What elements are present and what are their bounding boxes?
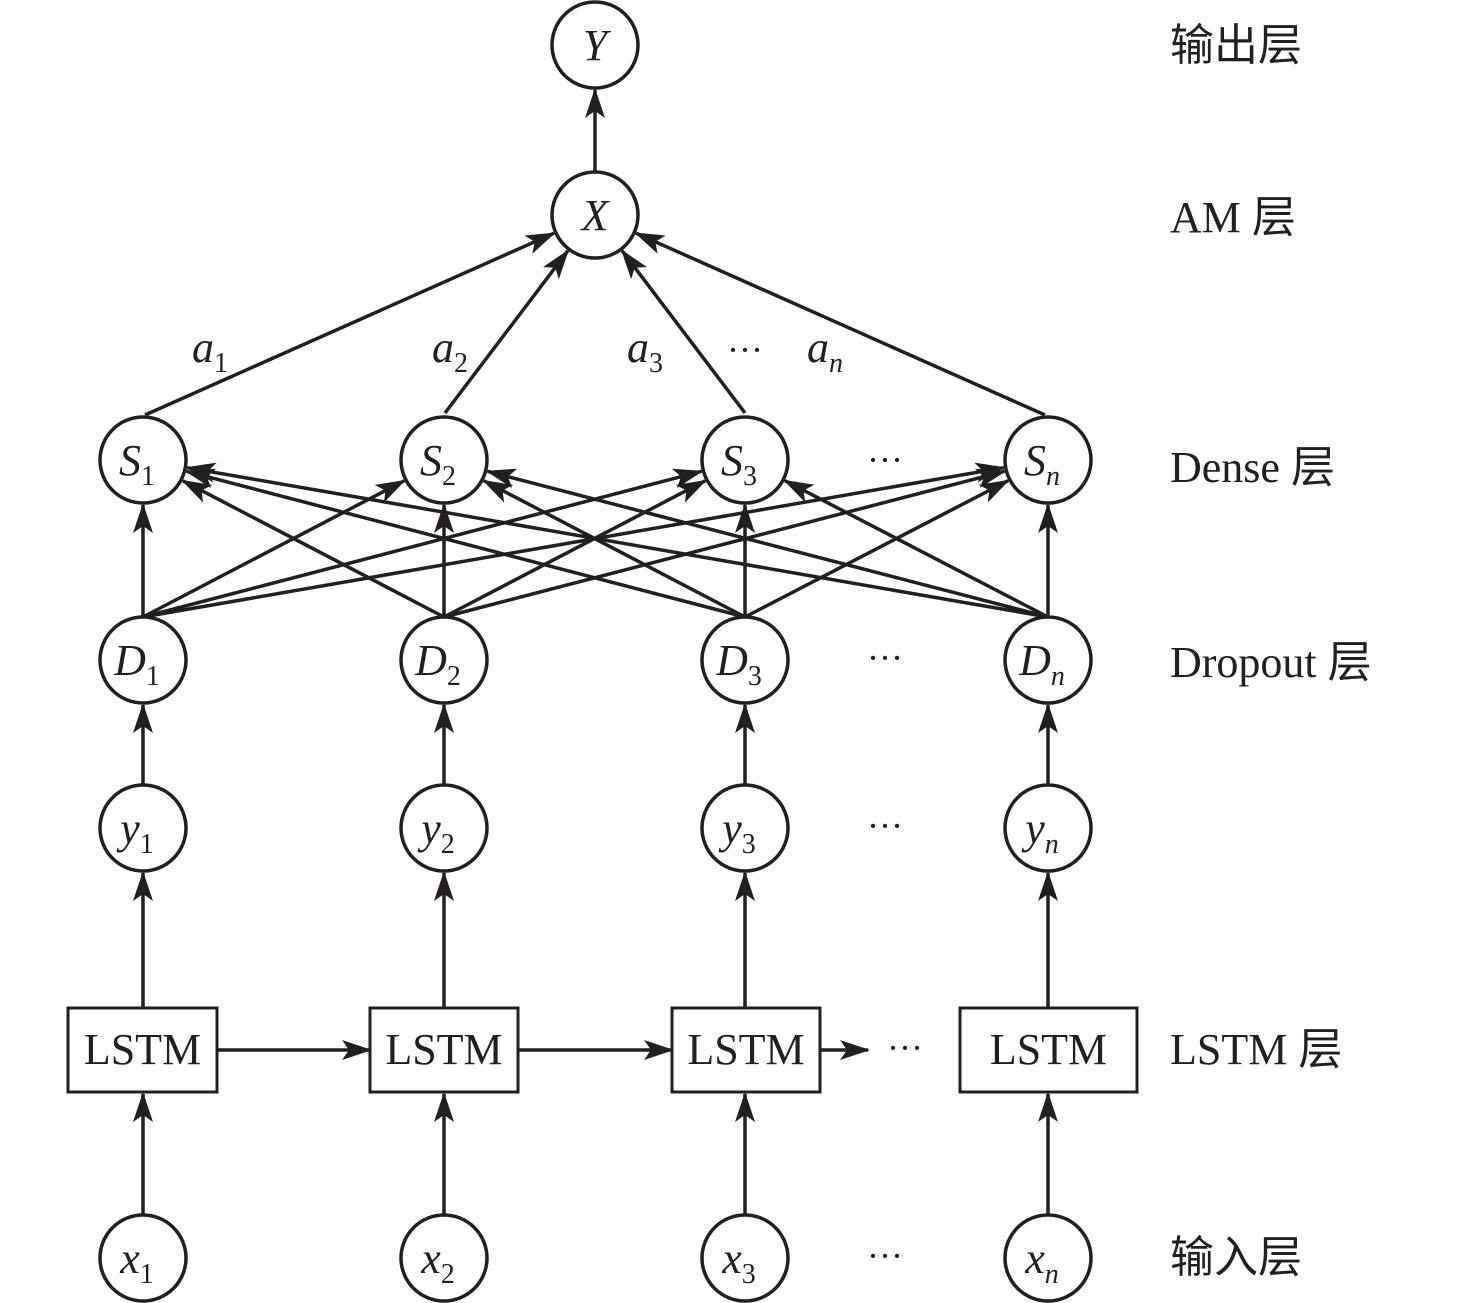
- node-dropout-4-label: Dn: [1018, 636, 1065, 692]
- edge-d3-to-s2: [482, 479, 746, 619]
- node-y-output: [550, 0, 640, 90]
- ellipsis-dense: ···: [867, 440, 903, 480]
- node-dropout-2-label: D2: [414, 636, 461, 692]
- node-dense-3: [700, 415, 790, 505]
- node-dropout-2: [399, 615, 489, 705]
- node-lstm-out-1-label: y1: [116, 804, 154, 860]
- node-dense-1-label: S1: [119, 436, 155, 492]
- edge-d4-to-s2: [485, 468, 1049, 619]
- node-lstm-out-2: [399, 783, 489, 873]
- node-dropout-1-label: D1: [113, 636, 160, 692]
- attention-weight-3: a3: [627, 323, 663, 379]
- node-dense-3-label: S3: [721, 436, 757, 492]
- node-dense-2: [399, 415, 489, 505]
- node-dense-4-label: Sn: [1024, 436, 1060, 492]
- node-dense-2-label: S2: [420, 436, 456, 492]
- node-input-1: [98, 1213, 188, 1303]
- edge-s3-to-x: [620, 249, 747, 415]
- node-input-2: [399, 1213, 489, 1303]
- lstm-box-4-label: LSTM: [990, 1025, 1107, 1074]
- node-lstm-out-1: [98, 783, 188, 873]
- ellipsis-attention: ···: [727, 330, 763, 370]
- edge-d1-to-s2: [142, 479, 406, 619]
- node-dropout-4: [1003, 615, 1093, 705]
- node-y-output-label: Y: [583, 21, 612, 70]
- node-dropout-3: [700, 615, 790, 705]
- node-lstm-out-3-label: y3: [718, 804, 756, 860]
- ellipsis-lstm: ···: [887, 1028, 923, 1068]
- node-dropout-3-label: D3: [715, 636, 762, 692]
- edge-d3-to-s1: [184, 468, 746, 619]
- edge-d2-to-s1: [181, 479, 445, 619]
- edge-d2-to-s3: [443, 479, 707, 619]
- attention-weight-1: a1: [192, 323, 228, 379]
- edge-d4-to-s1: [185, 462, 1049, 619]
- edge-d2-to-s4: [443, 468, 1007, 619]
- node-x-attention-label: X: [580, 191, 611, 240]
- node-input-3: [700, 1213, 790, 1303]
- layer-label-input: 输入层: [1170, 1233, 1302, 1282]
- node-input-2-label: x2: [420, 1234, 455, 1290]
- lstm-box-2: [368, 1006, 520, 1094]
- ellipsis-dropout: ···: [867, 638, 903, 678]
- ellipsis-input: ···: [867, 1236, 903, 1276]
- node-dropout-1: [98, 615, 188, 705]
- layer-label-lstm: LSTM 层: [1170, 1025, 1342, 1074]
- edge-d4-to-s3: [783, 479, 1049, 619]
- lstm-box-1-label: LSTM: [84, 1025, 201, 1074]
- node-lstm-out-2-label: y2: [417, 804, 455, 860]
- layer-label-dense: Dense 层: [1170, 443, 1335, 492]
- layer-label-dropout: Dropout 层: [1170, 638, 1372, 687]
- node-input-1-label: x1: [119, 1234, 154, 1290]
- node-input-3-label: x3: [721, 1234, 756, 1290]
- lstm-box-3: [670, 1006, 822, 1094]
- node-lstm-out-4: [1003, 783, 1093, 873]
- edge-s1-to-x: [144, 231, 556, 417]
- node-x-attention: [550, 170, 640, 260]
- ellipsis-lstm-out: ···: [867, 806, 903, 846]
- layer-label-am: AM 层: [1170, 193, 1296, 242]
- edge-s2-to-x: [443, 249, 570, 415]
- lstm-box-4: [958, 1006, 1139, 1094]
- node-input-4-label: xn: [1024, 1234, 1059, 1290]
- node-dense-4: [1003, 415, 1093, 505]
- edge-d1-to-s3: [142, 468, 704, 619]
- lstm-box-2-label: LSTM: [385, 1025, 502, 1074]
- layer-label-output: 输出层: [1170, 21, 1302, 70]
- edge-s4-to-x: [634, 231, 1046, 417]
- attention-weight-4: an: [807, 323, 843, 379]
- attention-weight-2: a2: [432, 323, 468, 379]
- edge-d3-to-s4: [744, 479, 1010, 619]
- lstm-box-3-label: LSTM: [687, 1025, 804, 1074]
- node-dense-1: [98, 415, 188, 505]
- lstm-box-1: [66, 1006, 219, 1094]
- edge-d1-to-s4: [142, 462, 1006, 619]
- node-lstm-out-4-label: yn: [1021, 804, 1059, 860]
- node-input-4: [1003, 1213, 1093, 1303]
- node-lstm-out-3: [700, 783, 790, 873]
